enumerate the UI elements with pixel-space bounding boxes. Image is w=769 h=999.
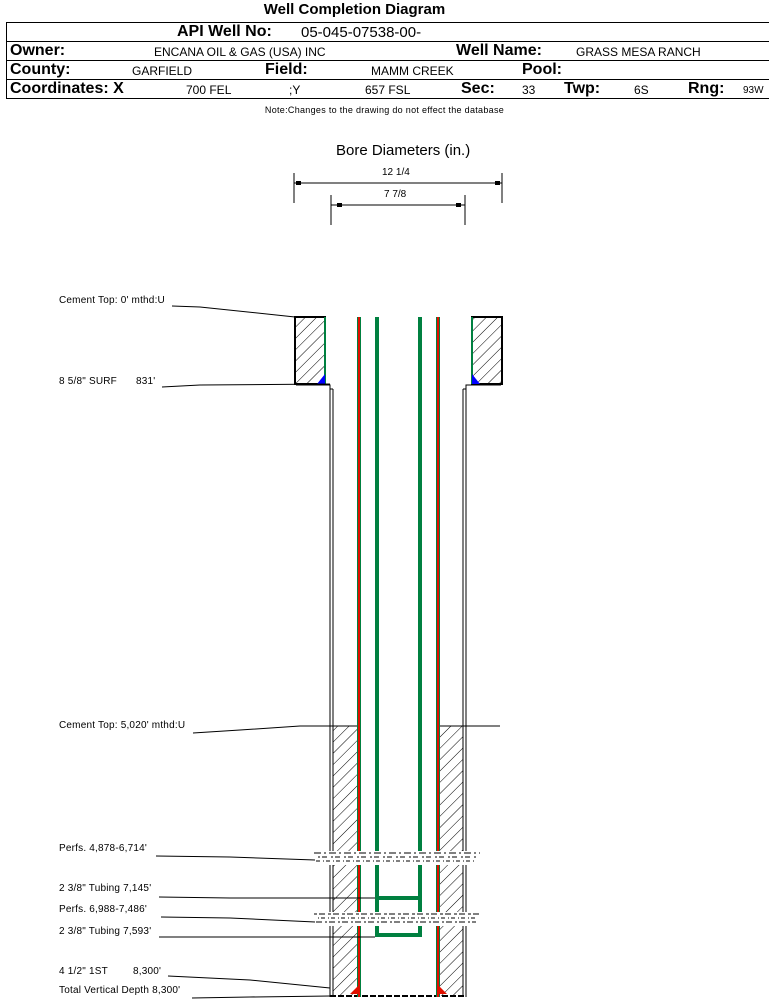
field-value: MAMM CREEK bbox=[371, 64, 454, 78]
database-note: Note:Changes to the drawing do not effec… bbox=[264, 105, 505, 115]
surface-shoe-left bbox=[317, 374, 325, 384]
twp-label: Twp: bbox=[564, 80, 601, 97]
coordinates-y-label: ;Y bbox=[289, 83, 301, 97]
api-value: 05-045-07538-00- bbox=[301, 24, 422, 41]
callout-tubing-lower: 2 3/8" Tubing 7,593' bbox=[59, 926, 152, 937]
tubing-string bbox=[375, 317, 422, 937]
header-row-owner: Owner: ENCANA OIL & GAS (USA) INC Well N… bbox=[7, 42, 769, 61]
leader-lines bbox=[155, 305, 375, 999]
diagram-title: Well Completion Diagram bbox=[263, 1, 446, 18]
well-name-label: Well Name: bbox=[456, 42, 542, 59]
bore-inner-diameter-label: 7 7/8 bbox=[384, 189, 407, 200]
bore-outer-dimension bbox=[293, 173, 503, 203]
tubing-upper-end bbox=[375, 896, 422, 900]
coordinates-label: Coordinates: X bbox=[10, 80, 124, 97]
bore-outer-diameter-label: 12 1/4 bbox=[382, 167, 410, 178]
owner-label: Owner: bbox=[10, 42, 66, 59]
production-shoe-left bbox=[350, 984, 360, 994]
callout-production-casing: 4 1/2" 1ST bbox=[59, 966, 108, 977]
callout-production-casing-depth: 8,300' bbox=[133, 966, 162, 977]
production-casing-right bbox=[436, 317, 447, 997]
callout-tubing-upper: 2 3/8" Tubing 7,145' bbox=[59, 883, 152, 894]
rng-value: 93W bbox=[743, 85, 764, 96]
callout-surface-casing-depth: 831' bbox=[136, 376, 156, 387]
callout-cement-top-production: Cement Top: 5,020' mthd:U bbox=[59, 720, 186, 731]
rng-label: Rng: bbox=[688, 80, 725, 97]
sec-value: 33 bbox=[522, 83, 536, 97]
field-label: Field: bbox=[265, 61, 308, 78]
header-row-county: County: GARFIELD Field: MAMM CREEK Pool: bbox=[7, 61, 769, 80]
county-value: GARFIELD bbox=[132, 64, 193, 78]
open-hole-wall-right bbox=[462, 384, 501, 997]
callout-perfs-upper: Perfs. 4,878-6,714' bbox=[59, 843, 147, 854]
coordinates-x-value: 700 FEL bbox=[186, 83, 232, 97]
callout-total-depth: Total Vertical Depth 8,300' bbox=[59, 985, 181, 996]
header-row-coordinates: Coordinates: X 700 FEL ;Y 657 FSL Sec: 3… bbox=[7, 80, 769, 98]
production-shoe-right bbox=[437, 984, 447, 994]
perforations-upper bbox=[314, 851, 480, 865]
production-casing-left bbox=[350, 317, 361, 997]
callout-surface-casing: 8 5/8" SURF bbox=[59, 376, 117, 387]
sec-label: Sec: bbox=[461, 80, 495, 97]
api-label: API Well No: bbox=[177, 23, 272, 40]
twp-value: 6S bbox=[634, 83, 649, 97]
bore-diameters-title: Bore Diameters (in.) bbox=[336, 142, 471, 159]
surface-cement-left bbox=[294, 316, 326, 385]
header-row-api: API Well No: 05-045-07538-00- bbox=[7, 23, 769, 42]
surface-shoe-right bbox=[472, 374, 480, 384]
well-header-table: API Well No: 05-045-07538-00- Owner: ENC… bbox=[6, 22, 769, 99]
bore-inner-dimension bbox=[330, 195, 466, 225]
tubing-lower-end bbox=[375, 933, 422, 937]
callout-cement-top-surface: Cement Top: 0' mthd:U bbox=[59, 295, 165, 306]
surface-cement-right bbox=[471, 316, 503, 385]
well-name-value: GRASS MESA RANCH bbox=[576, 45, 701, 59]
owner-value: ENCANA OIL & GAS (USA) INC bbox=[154, 45, 326, 59]
pool-label: Pool: bbox=[522, 61, 562, 78]
perforations-lower bbox=[314, 912, 480, 926]
open-hole-wall-left bbox=[296, 384, 334, 997]
callout-perfs-lower: Perfs. 6,988-7,486' bbox=[59, 904, 147, 915]
county-label: County: bbox=[10, 61, 71, 78]
coordinates-y-value: 657 FSL bbox=[365, 83, 411, 97]
